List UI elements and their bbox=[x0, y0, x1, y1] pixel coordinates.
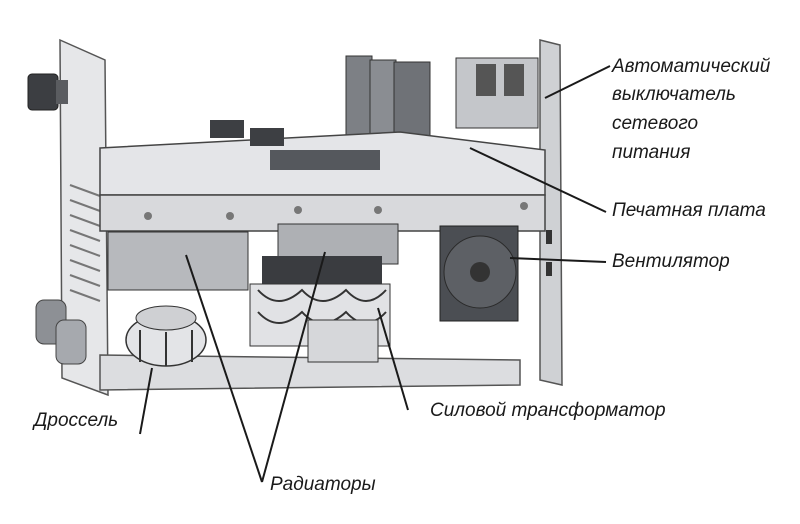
leader-breaker bbox=[544, 65, 611, 99]
chassis-base bbox=[99, 354, 521, 391]
radiators-label: Радиаторы bbox=[270, 474, 376, 495]
control-knob bbox=[27, 73, 68, 111]
leader-choke bbox=[139, 367, 153, 435]
breaker-label-line2: выключатель bbox=[612, 84, 736, 105]
breaker-label-line4: питания bbox=[612, 142, 691, 163]
pcb bbox=[99, 120, 546, 196]
leader-fan bbox=[509, 257, 607, 263]
fan-label: Вентилятор bbox=[612, 251, 730, 272]
front-panel bbox=[59, 38, 109, 397]
power-transformer bbox=[249, 256, 391, 363]
leader-lines bbox=[139, 65, 611, 483]
leader-radiator-left bbox=[185, 254, 263, 483]
leader-radiator-right bbox=[261, 251, 326, 483]
output-sockets bbox=[35, 299, 87, 365]
choke bbox=[125, 305, 207, 367]
pcb-label: Печатная плата bbox=[612, 200, 766, 221]
rear-panel bbox=[539, 39, 563, 386]
fan bbox=[439, 225, 519, 322]
transformer-label: Силовой трансформатор bbox=[430, 400, 666, 421]
breaker-label-line3: сетевого bbox=[612, 113, 699, 134]
breaker-label-line1: Автоматический bbox=[612, 56, 771, 77]
leader-pcb bbox=[469, 147, 607, 213]
leader-transformer bbox=[377, 307, 409, 411]
mains-breaker bbox=[455, 57, 539, 129]
choke-label: Дроссель bbox=[34, 410, 119, 431]
